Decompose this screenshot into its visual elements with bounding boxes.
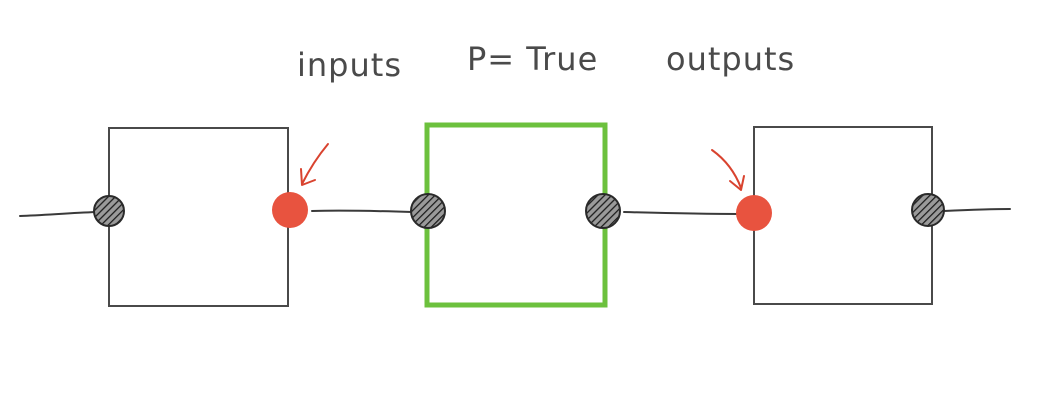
right-box-input-port [736, 195, 772, 231]
highlighted-middle-box [424, 122, 608, 308]
left-box-output-port [272, 192, 308, 228]
input-wire [19, 211, 97, 217]
inputs-pointer-arrow-icon [300, 143, 329, 186]
left-box [108, 127, 289, 307]
right-box [753, 126, 933, 305]
right-box-output-port [911, 193, 945, 227]
middle-box-output-port [585, 193, 621, 229]
left-box-input-port [93, 195, 125, 227]
middle-box-input-port [410, 193, 446, 229]
output-wire [943, 208, 1011, 212]
inputs-label: inputs [297, 46, 402, 84]
condition-label: P= True [467, 40, 598, 78]
wire-box1-to-box2 [311, 209, 413, 213]
connection-wires [19, 208, 1011, 217]
outputs-pointer-arrow-icon [711, 149, 745, 191]
wire-box2-to-box3 [623, 211, 741, 215]
outputs-label: outputs [666, 40, 795, 78]
